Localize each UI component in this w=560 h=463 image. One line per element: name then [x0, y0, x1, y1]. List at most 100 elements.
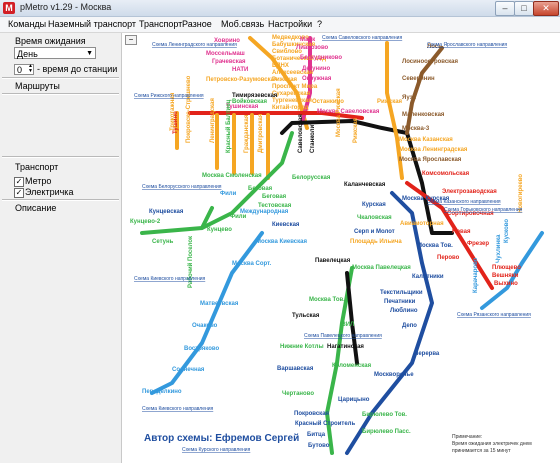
station-label[interactable]: Беговая	[248, 186, 273, 192]
station-label[interactable]: Печатники	[384, 299, 416, 305]
station-label[interactable]: Покровская	[294, 411, 330, 417]
station-label[interactable]: Москва Тов.	[309, 297, 345, 303]
wait-time-select[interactable]: День ▼	[14, 47, 96, 59]
station-label[interactable]: Покровско-Стрешнево	[186, 75, 192, 143]
station-label[interactable]: Битца	[307, 432, 326, 438]
station-label[interactable]: Останкино	[312, 99, 344, 105]
station-label[interactable]: Рижская	[353, 117, 359, 143]
station-label[interactable]: Чухлинка	[496, 234, 502, 263]
station-label[interactable]: Маленковская	[402, 112, 445, 118]
scheme-link[interactable]: Схема Киевского направления	[134, 276, 206, 282]
scheme-link[interactable]: Схема Ярославского направления	[427, 42, 507, 48]
station-label[interactable]: Царицыно	[338, 397, 370, 403]
station-label[interactable]: Лианозово	[296, 45, 329, 51]
station-label[interactable]: Площадь Ильича	[350, 239, 402, 245]
station-label[interactable]: Ленинградская	[210, 98, 216, 143]
station-label[interactable]: Рижская	[272, 77, 298, 83]
station-label[interactable]: Востряково	[184, 346, 219, 352]
station-label[interactable]: Лось	[427, 44, 442, 50]
station-label[interactable]: Грачевская	[212, 59, 246, 65]
station-label[interactable]: Китай-город	[272, 104, 309, 111]
station-label[interactable]: Москва Павелецкая	[352, 265, 411, 271]
station-label[interactable]: ВДНХ	[272, 63, 289, 69]
station-label[interactable]: Комсомольская	[422, 171, 470, 177]
station-label[interactable]: Карачарово	[473, 257, 479, 293]
scheme-link[interactable]: Схема Казанского направления	[427, 199, 501, 205]
station-label[interactable]: Тургеневская	[272, 98, 312, 104]
station-label[interactable]: Моссельмаш	[206, 51, 245, 57]
station-label[interactable]: Коломенская	[332, 363, 372, 369]
menu-transport[interactable]: Транспорт	[139, 19, 183, 29]
station-label[interactable]: Плющево	[492, 265, 521, 271]
station-label[interactable]: Солнечная	[172, 367, 205, 373]
station-label[interactable]: Савеловская	[298, 114, 304, 153]
station-label[interactable]: Кунцевская	[149, 209, 184, 215]
station-label[interactable]: Красный Балтиец	[225, 99, 232, 153]
station-label[interactable]: Перерва	[414, 351, 440, 357]
wait-time-spin[interactable]: 0	[14, 64, 34, 75]
station-label[interactable]: Международная	[240, 209, 289, 215]
station-label[interactable]: Москва Ярославская	[399, 157, 462, 163]
scheme-link[interactable]: Схема Павелецкого направления	[304, 333, 382, 339]
station-label[interactable]: Марк	[300, 37, 315, 43]
station-label[interactable]: Текстильщики	[380, 290, 423, 296]
station-label[interactable]: Дегунино	[302, 66, 330, 72]
station-label[interactable]: Тушино	[173, 111, 179, 134]
train-checkbox[interactable]: ✓	[14, 188, 24, 198]
station-label[interactable]: Москва Курская	[402, 196, 450, 202]
scheme-link[interactable]: Схема Рижского направления	[134, 93, 204, 99]
station-label[interactable]: Фили	[220, 191, 237, 197]
station-label[interactable]: Беговая	[262, 194, 287, 200]
menu-help[interactable]: ?	[317, 19, 323, 29]
menu-settings[interactable]: Настройки	[268, 19, 313, 29]
station-label[interactable]: Тестовская	[258, 203, 292, 209]
scheme-link[interactable]: Схема Курского направления	[182, 447, 251, 453]
station-label[interactable]: Переделкино	[142, 389, 182, 395]
station-label[interactable]: Свиблово	[272, 48, 302, 55]
station-label[interactable]: Москва Казанская	[399, 137, 453, 143]
station-label[interactable]: Павелецкая	[315, 258, 351, 264]
station-label[interactable]: ЗИЛ	[342, 322, 354, 328]
station-label[interactable]: Алексеевская	[272, 70, 314, 76]
station-label[interactable]: Москворечье	[374, 372, 414, 378]
station-label[interactable]: Каланчевская	[344, 182, 386, 188]
station-label[interactable]: Петровско-Разумовская	[206, 77, 278, 83]
station-label[interactable]: Нагатинская	[327, 344, 364, 350]
station-label[interactable]: Станколит	[310, 122, 316, 153]
scheme-link[interactable]: Схема Горьковского направления	[444, 207, 523, 213]
station-label[interactable]: Северянин	[402, 76, 435, 82]
station-label[interactable]: Ховрино	[214, 38, 240, 44]
maximize-button[interactable]: □	[514, 1, 534, 16]
station-label[interactable]: Трикотажная	[170, 92, 176, 131]
station-label[interactable]: Москва Смоленская	[202, 173, 262, 179]
station-label[interactable]: Кусково	[504, 219, 510, 243]
station-label[interactable]: Новогиреево	[518, 174, 524, 213]
station-label[interactable]: Новая	[452, 229, 471, 235]
scheme-link[interactable]: Схема Белорусского направления	[142, 184, 222, 190]
station-label[interactable]: Перово	[437, 255, 460, 261]
station-label[interactable]: Рабочий Поселок	[187, 236, 194, 288]
station-label[interactable]: Красный Строитель	[295, 420, 355, 427]
station-label[interactable]: Тульская	[292, 313, 320, 319]
station-label[interactable]: Очаково	[192, 323, 218, 329]
scheme-link[interactable]: Схема Савеловского направления	[322, 35, 402, 41]
station-label[interactable]: Яуза	[402, 95, 416, 101]
station-label[interactable]: Москва Савеловская	[317, 109, 380, 115]
station-label[interactable]: Бабушкинская	[272, 41, 316, 48]
scheme-link[interactable]: Схема Рязанского направления	[457, 312, 531, 318]
station-label[interactable]: Лосиноостровская	[402, 59, 459, 65]
menu-misc[interactable]: Разное	[182, 19, 212, 29]
station-label[interactable]: Рижская	[377, 99, 403, 105]
minimize-button[interactable]: –	[495, 1, 515, 16]
station-label[interactable]: Матвеевская	[200, 301, 239, 307]
station-label[interactable]: Окружная	[302, 76, 332, 82]
station-label[interactable]: Калитники	[412, 274, 444, 280]
station-label[interactable]: Депо	[402, 323, 417, 329]
station-label[interactable]: Войковская	[232, 98, 267, 105]
spin-arrows-icon[interactable]: ▲▼	[28, 63, 33, 74]
station-label[interactable]: Серп и Молот	[354, 229, 395, 235]
station-label[interactable]: Сетунь	[152, 239, 174, 245]
metro-checkbox[interactable]: ✓	[14, 177, 24, 187]
station-label[interactable]: Люблино	[390, 307, 418, 314]
station-label[interactable]: Кунцево	[207, 227, 232, 233]
